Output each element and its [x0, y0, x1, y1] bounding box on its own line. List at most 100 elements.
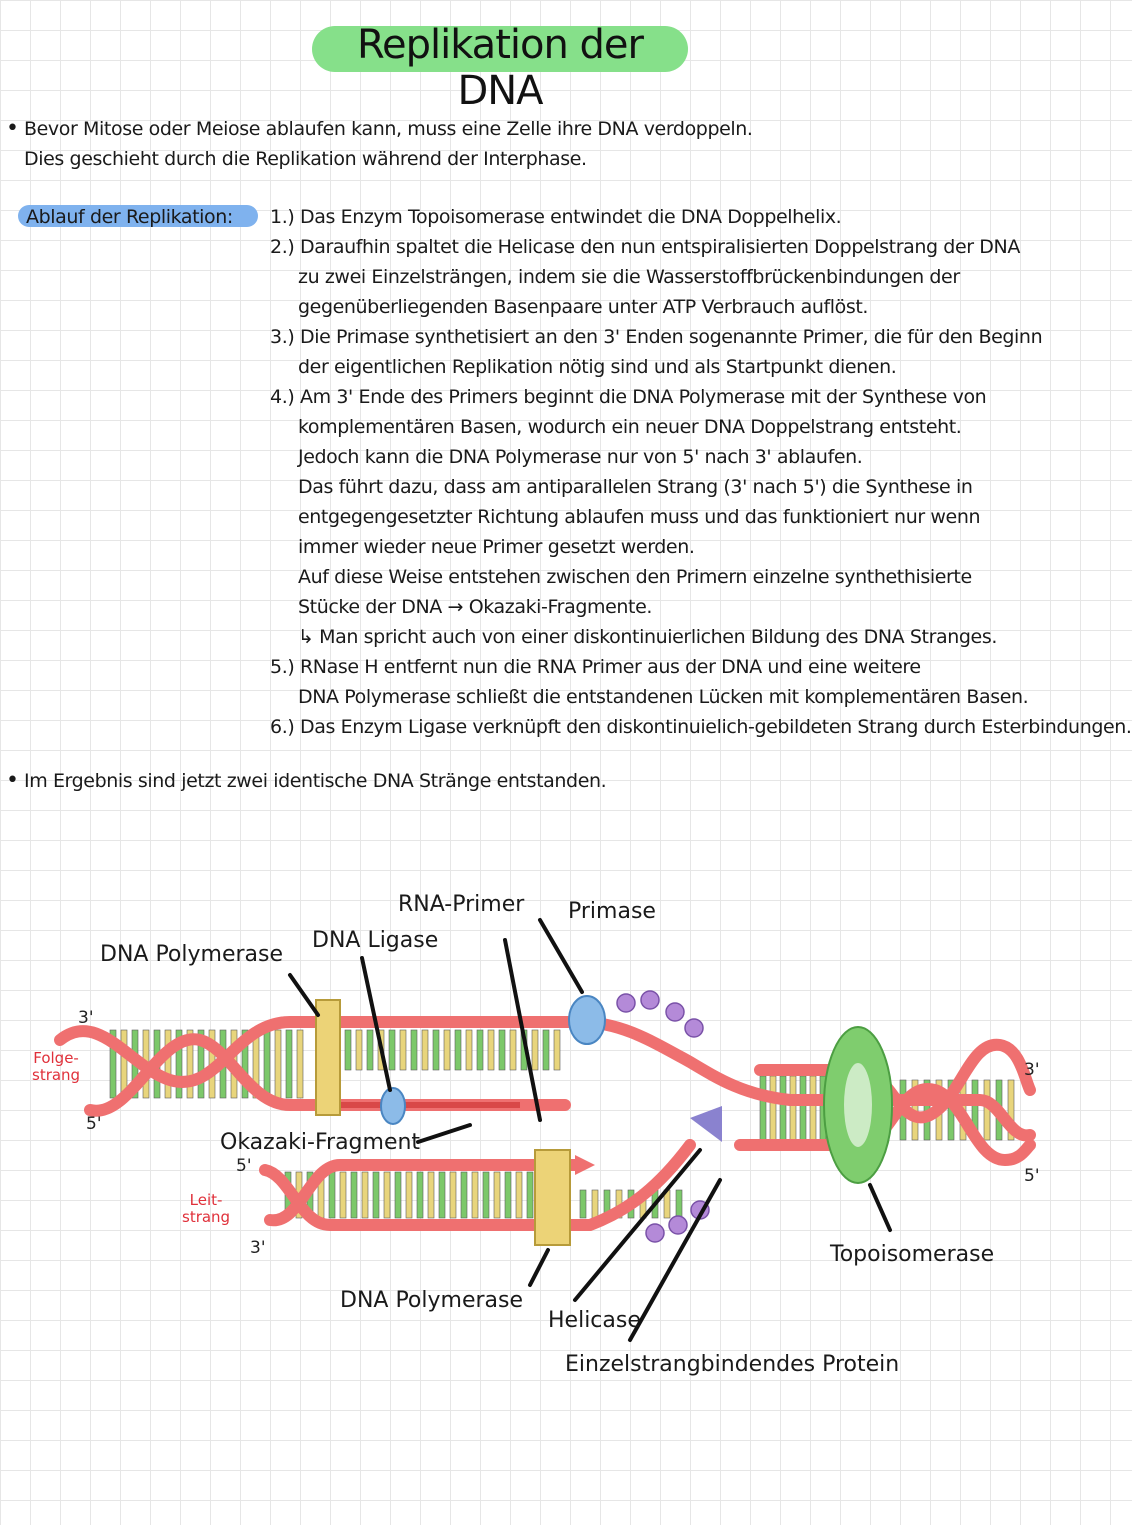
- base-pair: [383, 1171, 391, 1219]
- bullet-icon: •: [6, 768, 19, 793]
- page-title: Replikation der DNA: [357, 22, 644, 114]
- step-line: immer wieder neue Primer gesetzt werden.: [298, 536, 695, 558]
- step-line: Auf diese Weise entstehen zwischen den P…: [298, 566, 972, 588]
- dna-polymerase-bottom-icon: [534, 1149, 571, 1246]
- base-pair: [809, 1075, 817, 1141]
- base-pair: [675, 1189, 683, 1219]
- base-pair: [241, 1029, 249, 1099]
- base-pair: [449, 1171, 457, 1219]
- result-line: Im Ergebnis sind jetzt zwei identische D…: [24, 770, 607, 792]
- leitstrang-arrow-icon: [575, 1155, 595, 1175]
- base-pair: [487, 1029, 495, 1071]
- base-pair: [498, 1029, 506, 1071]
- leitstrang-template-strand: [259, 1139, 696, 1231]
- base-pair: [328, 1171, 336, 1219]
- base-pair: [339, 1171, 347, 1219]
- base-pair: [285, 1029, 293, 1099]
- base-pair: [579, 1189, 587, 1219]
- label-helicase: Helicase: [548, 1308, 641, 1333]
- base-pair: [274, 1029, 282, 1099]
- step-line: entgegengesetzter Richtung ablaufen muss…: [298, 506, 981, 528]
- ssb-protein-icon: [665, 1002, 685, 1022]
- label-dna-polymerase-top: DNA Polymerase: [100, 942, 284, 967]
- end-label: 5': [1024, 1166, 1040, 1186]
- step-line: 3.) Die Primase synthetisiert an den 3' …: [270, 326, 1043, 348]
- base-pair: [465, 1029, 473, 1071]
- label-primase: Primase: [568, 899, 656, 924]
- end-label: 3': [78, 1008, 94, 1028]
- label-rna-primer: RNA-Primer: [398, 892, 525, 917]
- bullet-icon: •: [6, 116, 19, 141]
- base-pair: [769, 1075, 777, 1141]
- dna-ligase-icon: [380, 1087, 406, 1125]
- ablauf-highlight: [18, 205, 258, 227]
- end-label: 5': [86, 1114, 102, 1134]
- topoisomerase-hole-icon: [844, 1063, 872, 1147]
- dna-polymerase-top-icon: [315, 999, 341, 1116]
- base-pair: [263, 1029, 271, 1099]
- base-pair: [471, 1171, 479, 1219]
- pointer-lines: [288, 918, 892, 1342]
- base-pair: [186, 1029, 194, 1099]
- intro-line-2: Dies geschieht durch die Replikation wäh…: [24, 148, 587, 170]
- base-pair: [531, 1029, 539, 1071]
- step-line: 5.) RNase H entfernt nun die RNA Primer …: [270, 656, 921, 678]
- base-pair: [591, 1189, 599, 1219]
- step-line: der eigentlichen Replikation nötig sind …: [298, 356, 897, 378]
- folgestrang-new-strand: [84, 1033, 571, 1117]
- base-pair: [460, 1171, 468, 1219]
- intro-line-1: Bevor Mitose oder Meiose ablaufen kann, …: [24, 118, 753, 140]
- step-line: ↳ Man spricht auch von einer diskontinui…: [298, 626, 997, 648]
- step-line: gegenüberliegenden Basenpaare unter ATP …: [298, 296, 869, 318]
- base-pair: [109, 1029, 117, 1099]
- end-label: 3': [1024, 1060, 1040, 1080]
- helicase-icon: [690, 1106, 722, 1142]
- step-line: Jedoch kann die DNA Polymerase nur von 5…: [298, 446, 863, 468]
- primase-icon: [568, 995, 606, 1045]
- base-pair: [542, 1029, 550, 1071]
- step-line: zu zwei Einzelsträngen, indem sie die Wa…: [298, 266, 960, 288]
- end-label: 3': [250, 1238, 266, 1258]
- base-pair: [515, 1171, 523, 1219]
- step-line: Das führt dazu, dass am antiparallelen S…: [298, 476, 973, 498]
- title-highlight: [312, 26, 688, 72]
- label-topoisomerase: Topoisomerase: [830, 1242, 995, 1267]
- ssb-protein-icon: [640, 990, 660, 1010]
- base-pair: [366, 1029, 374, 1071]
- step-line: 6.) Das Enzym Ligase verknüpft den disko…: [270, 716, 1132, 738]
- base-pair: [399, 1029, 407, 1071]
- base-pair: [361, 1171, 369, 1219]
- base-pair: [432, 1029, 440, 1071]
- label-folgestrang: Folge- strang: [32, 1049, 81, 1084]
- base-pair: [493, 1171, 501, 1219]
- base-pair: [388, 1029, 396, 1071]
- base-pair: [296, 1029, 304, 1099]
- step-line: 1.) Das Enzym Topoisomerase entwindet di…: [270, 206, 842, 228]
- base-pair: [175, 1029, 183, 1099]
- base-pair: [482, 1171, 490, 1219]
- base-pair: [759, 1075, 767, 1141]
- base-pair: [427, 1171, 435, 1219]
- base-pair: [454, 1029, 462, 1071]
- leitstrang-base-pairs: [284, 1171, 683, 1219]
- base-pair: [394, 1171, 402, 1219]
- single-strand-binding-proteins: [616, 990, 710, 1243]
- step-line: komplementären Basen, wodurch ein neuer …: [298, 416, 962, 438]
- ssb-protein-icon: [616, 993, 636, 1013]
- base-pair: [476, 1029, 484, 1071]
- base-pair: [443, 1029, 451, 1071]
- label-okazaki-fragment: Okazaki-Fragment: [220, 1130, 421, 1155]
- base-pair: [553, 1029, 561, 1071]
- base-pair: [1007, 1079, 1015, 1141]
- ablauf-label: Ablauf der Replikation:: [26, 206, 233, 228]
- base-pair: [789, 1075, 797, 1141]
- base-pair: [344, 1029, 352, 1071]
- replication-diagram: [54, 918, 1036, 1342]
- step-line: DNA Polymerase schließt die entstandenen…: [298, 686, 1029, 708]
- base-pair: [410, 1029, 418, 1071]
- base-pair: [164, 1029, 172, 1099]
- base-pair: [197, 1029, 205, 1099]
- base-pair: [405, 1171, 413, 1219]
- base-pair: [350, 1171, 358, 1219]
- ssb-protein-icon: [668, 1215, 688, 1235]
